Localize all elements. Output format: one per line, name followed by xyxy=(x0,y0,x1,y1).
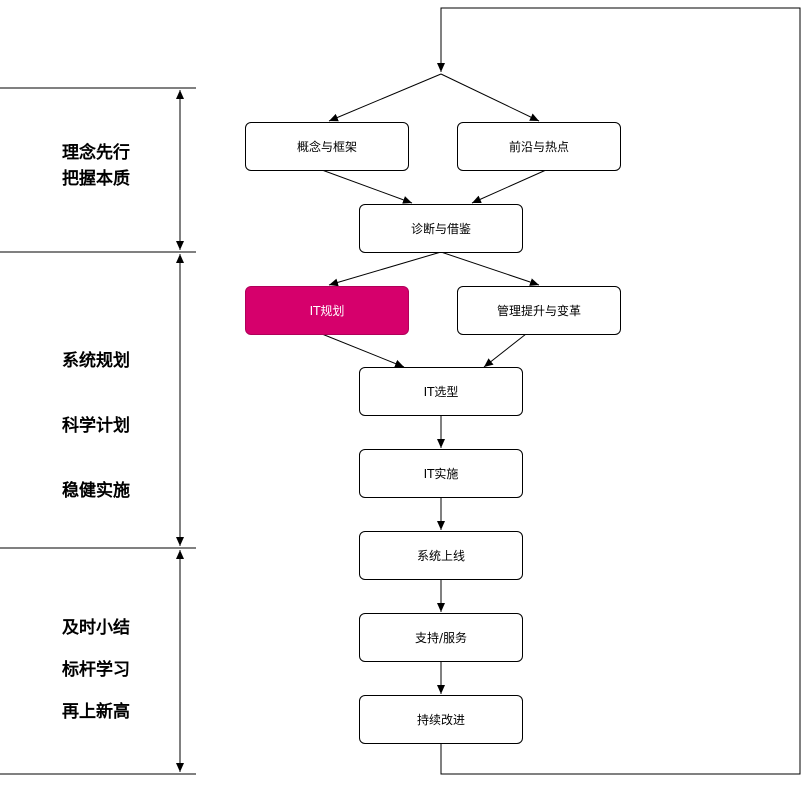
stage-line: 标杆学习 xyxy=(62,660,130,680)
node-support-service: 支持/服务 xyxy=(359,613,523,662)
stage-line: 系统规划 xyxy=(62,351,130,371)
connector-arrow xyxy=(328,251,442,287)
node-it-selection: IT选型 xyxy=(359,367,523,416)
connector-arrow xyxy=(471,169,547,204)
connector-arrow xyxy=(440,251,540,286)
stage-line: 稳健实施 xyxy=(62,481,130,501)
stage-line: 把握本质 xyxy=(62,169,130,189)
node-it-planning: IT规划 xyxy=(245,286,409,335)
connector-arrow xyxy=(321,169,413,204)
stage-line: 及时小结 xyxy=(62,618,130,638)
node-management-change: 管理提升与变革 xyxy=(457,286,621,335)
stage-label-2: 系统规划 科学计划 稳健实施 xyxy=(62,329,130,524)
node-diagnosis-reference: 诊断与借鉴 xyxy=(359,204,523,253)
stage-line: 科学计划 xyxy=(62,416,130,436)
connector-arrow xyxy=(328,73,442,122)
connector-arrow xyxy=(483,333,527,368)
connector-arrow xyxy=(321,333,405,368)
stage-line: 再上新高 xyxy=(62,702,130,722)
connector-arrow xyxy=(440,73,540,122)
node-it-implementation: IT实施 xyxy=(359,449,523,498)
stage-label-1: 理念先行 把握本质 xyxy=(62,140,130,192)
feedback-loop-connector xyxy=(437,7,801,775)
node-continuous-improvement: 持续改进 xyxy=(359,695,523,744)
node-frontier-hotspots: 前沿与热点 xyxy=(457,122,621,171)
stage-line: 理念先行 xyxy=(62,143,130,163)
stage-label-3: 及时小结 标杆学习 再上新高 xyxy=(62,607,130,733)
node-system-go-live: 系统上线 xyxy=(359,531,523,580)
node-concept-framework: 概念与框架 xyxy=(245,122,409,171)
